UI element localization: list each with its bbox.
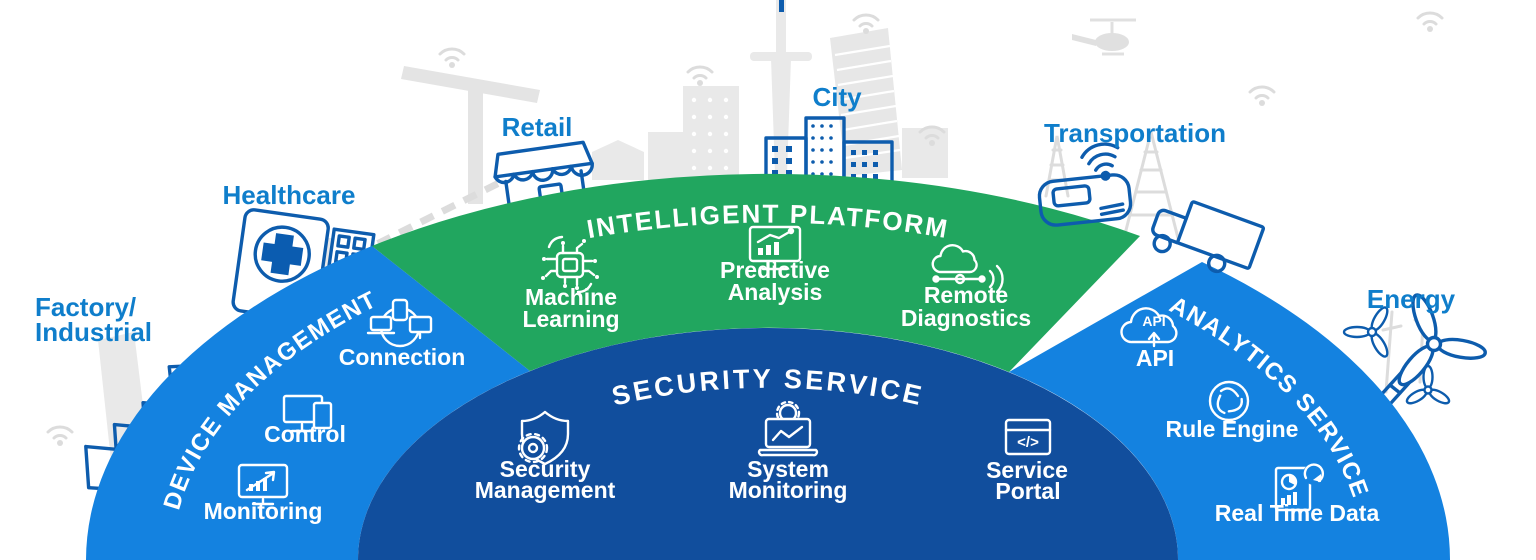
predictive-analysis-icon bbox=[748, 225, 802, 271]
predictive-analysis-label: Predictive bbox=[720, 257, 830, 283]
control-icon bbox=[282, 394, 333, 433]
intelligent-platform-segment bbox=[372, 173, 1140, 372]
transportation-label: Transportation bbox=[1044, 118, 1226, 148]
security-management-label: Security bbox=[500, 456, 591, 482]
service-portal-icon-text: </> bbox=[1017, 434, 1039, 451]
remote-diagnostics-label-line2: Diagnostics bbox=[901, 305, 1031, 331]
energy-label: Energy bbox=[1367, 284, 1456, 314]
factory-industrial-label-line2: Industrial bbox=[35, 317, 152, 347]
connection-icon bbox=[366, 298, 433, 348]
rule-engine-icon bbox=[1208, 380, 1250, 422]
real-time-data-label: Real Time Data bbox=[1215, 500, 1380, 526]
security-service-items: Security Management System Monitoring </… bbox=[475, 400, 1068, 504]
real-time-data-icon bbox=[1274, 463, 1325, 512]
monitoring-icon bbox=[237, 463, 289, 506]
monitoring-label: Monitoring bbox=[204, 498, 323, 524]
factory-industrial-label: Factory/ bbox=[35, 292, 136, 322]
system-monitoring-label: System bbox=[747, 456, 829, 482]
connection-label: Connection bbox=[339, 344, 466, 370]
predictive-analysis-label-line2: Analysis bbox=[728, 279, 823, 305]
api-cloud-icon bbox=[1120, 307, 1178, 348]
remote-diagnostics-label: Remote bbox=[924, 282, 1008, 308]
system-monitoring-label-line2: Monitoring bbox=[729, 477, 848, 503]
machine-learning-label: Machine bbox=[525, 284, 617, 310]
car-icon bbox=[1037, 173, 1133, 227]
city-buildings-icon bbox=[764, 116, 894, 196]
remote-diagnostics-icon bbox=[931, 244, 1004, 294]
retail-label: Retail bbox=[502, 112, 573, 142]
api-icon-text: API bbox=[1142, 313, 1165, 329]
security-shield-icon bbox=[517, 410, 570, 466]
city-windows bbox=[772, 124, 878, 179]
building-window-dots bbox=[691, 97, 729, 171]
security-management-label-line2: Management bbox=[475, 477, 616, 503]
truck-icon bbox=[1151, 200, 1266, 274]
tower-antenna bbox=[779, 0, 784, 12]
machine-learning-icon bbox=[541, 235, 599, 294]
helicopter-icon bbox=[1072, 18, 1136, 56]
car-wifi-icon bbox=[1080, 142, 1120, 181]
service-portal-icon bbox=[1004, 418, 1052, 456]
device-management-items: Connection Control Monitoring bbox=[204, 298, 466, 524]
healthcare-label: Healthcare bbox=[223, 180, 356, 210]
control-label: Control bbox=[264, 421, 346, 447]
rule-engine-label: Rule Engine bbox=[1166, 416, 1299, 442]
analytics-service-items: API API Rule Engine Real Time Data bbox=[1120, 307, 1380, 526]
machine-learning-label-line2: Learning bbox=[522, 306, 619, 332]
car-truck-icon bbox=[1037, 142, 1266, 274]
city-label: City bbox=[812, 82, 862, 112]
system-monitoring-icon bbox=[757, 400, 819, 457]
service-portal-label-line2: Portal bbox=[995, 478, 1060, 504]
api-label: API bbox=[1136, 345, 1174, 371]
intelligent-platform-items: Machine Learning Predictive Analysis Rem… bbox=[522, 225, 1031, 332]
industry-icons-behind bbox=[84, 116, 1487, 491]
industry-labels: Factory/ Industrial Healthcare Retail Ci… bbox=[35, 82, 1456, 347]
wifi-icons-gray bbox=[46, 11, 1444, 446]
building-stripes bbox=[834, 44, 901, 160]
service-portal-label: Service bbox=[986, 457, 1068, 483]
